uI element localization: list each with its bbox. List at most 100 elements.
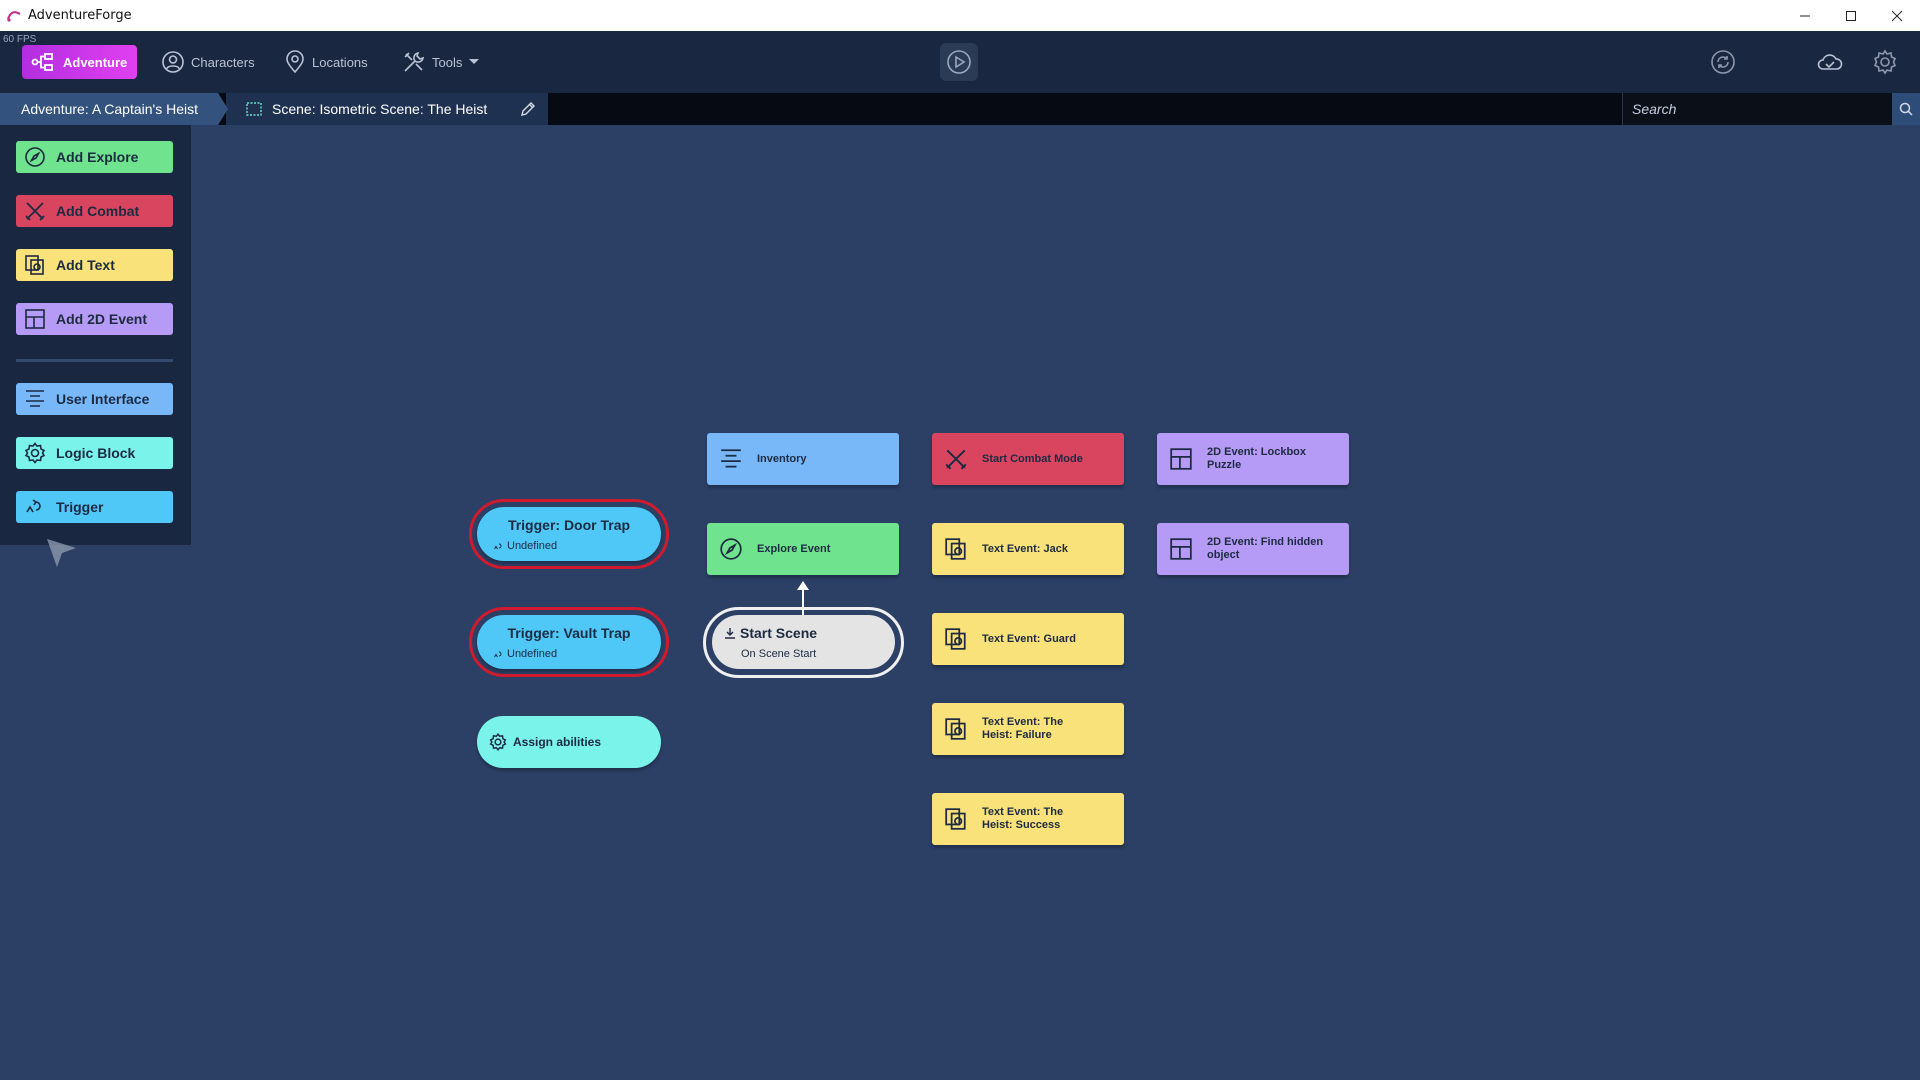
inventory-node[interactable]: Inventory bbox=[707, 433, 899, 485]
text-event-jack-node[interactable]: Text Event: Jack bbox=[932, 523, 1124, 575]
node-label: Inventory bbox=[757, 452, 807, 465]
add-combat-button[interactable]: Add Combat bbox=[16, 195, 173, 227]
text-event-success-node[interactable]: Text Event: The Heist: Success bbox=[932, 793, 1124, 845]
cloud-check-icon bbox=[1817, 54, 1843, 70]
start-combat-mode-node[interactable]: Start Combat Mode bbox=[932, 433, 1124, 485]
close-window-button[interactable] bbox=[1874, 0, 1920, 31]
search-icon bbox=[1899, 102, 1913, 116]
node-label: Text Event: The Heist: Success bbox=[982, 806, 1064, 831]
nav-locations-button[interactable]: Locations bbox=[284, 49, 368, 75]
trigger-icon bbox=[494, 543, 502, 549]
play-button[interactable] bbox=[940, 43, 978, 81]
node-label: Start Combat Mode bbox=[982, 452, 1083, 465]
text-event-failure-node[interactable]: Text Event: The Heist: Failure bbox=[932, 703, 1124, 755]
breadcrumb-scene[interactable]: Scene: Isometric Scene: The Heist bbox=[226, 93, 548, 125]
maximize-button[interactable] bbox=[1828, 0, 1874, 31]
trigger-icon bbox=[494, 651, 502, 657]
node-label: 2D Event: Lockbox Puzzle bbox=[1207, 446, 1307, 471]
node-subtitle: Undefined bbox=[507, 540, 558, 552]
gear-icon bbox=[489, 733, 507, 751]
add-text-button[interactable]: Add Text bbox=[16, 249, 173, 281]
text-pages-icon bbox=[25, 255, 44, 275]
2d-event-lockbox-node[interactable]: 2D Event: Lockbox Puzzle bbox=[1157, 433, 1349, 485]
connection-line bbox=[802, 582, 804, 615]
start-scene-selection-ring bbox=[703, 607, 904, 678]
start-scene-node[interactable]: Start Scene On Scene Start bbox=[712, 615, 895, 669]
nav-adventure-label: Adventure bbox=[63, 54, 128, 70]
caret-down-icon bbox=[469, 59, 480, 64]
nav-adventure-button[interactable]: Adventure bbox=[22, 45, 137, 79]
settings-button[interactable] bbox=[1871, 48, 1899, 76]
fps-counter: 60 FPS bbox=[3, 34, 37, 45]
node-title: Start Scene bbox=[740, 625, 818, 641]
add-2d-event-label: Add 2D Event bbox=[56, 311, 148, 327]
user-interface-label: User Interface bbox=[56, 391, 150, 407]
nav-tools-dropdown[interactable]: Tools bbox=[402, 49, 480, 75]
search-input[interactable] bbox=[1632, 101, 1882, 117]
node-label: Explore Event bbox=[757, 542, 831, 555]
compass-icon bbox=[720, 538, 742, 560]
crossed-swords-icon bbox=[25, 202, 45, 221]
add-explore-label: Add Explore bbox=[56, 149, 139, 165]
text-pages-icon bbox=[945, 808, 966, 830]
node-label: 2D Event: Find hidden object bbox=[1207, 536, 1324, 561]
window-title: AdventureForge bbox=[28, 8, 132, 23]
nav-locations-label: Locations bbox=[312, 54, 368, 70]
minimize-button[interactable] bbox=[1782, 0, 1828, 31]
connection-arrow-icon bbox=[797, 581, 809, 590]
add-2d-event-button[interactable]: Add 2D Event bbox=[16, 303, 173, 335]
sync-button[interactable] bbox=[1709, 48, 1737, 76]
user-circle-icon bbox=[162, 51, 184, 73]
align-center-icon bbox=[26, 390, 44, 407]
nav-tools-label: Tools bbox=[432, 54, 463, 70]
node-label: Text Event: The Heist: Failure bbox=[982, 716, 1064, 741]
trigger-selection-ring bbox=[469, 607, 669, 677]
text-event-guard-node[interactable]: Text Event: Guard bbox=[932, 613, 1124, 665]
breadcrumb: Scene: Isometric Scene: The Heist Advent… bbox=[0, 93, 1920, 125]
cloud-sync-button[interactable] bbox=[1816, 48, 1844, 76]
node-palette-panel: Add Explore Add Combat Add Text Add 2D E… bbox=[0, 125, 191, 545]
window-titlebar: AdventureForge bbox=[0, 0, 1920, 31]
breadcrumb-adventure[interactable]: Adventure: A Captain's Heist bbox=[0, 93, 228, 125]
explore-event-node[interactable]: Explore Event bbox=[707, 523, 899, 575]
2d-event-hidden-object-node[interactable]: 2D Event: Find hidden object bbox=[1157, 523, 1349, 575]
node-subtitle: On Scene Start bbox=[741, 648, 817, 660]
scene-icon bbox=[246, 102, 262, 116]
node-label: Assign abilities bbox=[513, 735, 602, 749]
node-label: Text Event: Guard bbox=[982, 632, 1076, 645]
panel-divider bbox=[16, 359, 173, 362]
nav-characters-button[interactable]: Characters bbox=[161, 49, 255, 75]
logic-block-button[interactable]: Logic Block bbox=[16, 437, 173, 469]
node-title: Trigger: Door Trap bbox=[507, 517, 631, 533]
trigger-vault-trap-node[interactable]: Trigger: Vault Trap Undefined bbox=[477, 615, 661, 669]
text-pages-icon bbox=[945, 718, 966, 740]
trigger-label: Trigger bbox=[56, 499, 104, 515]
pencil-icon[interactable] bbox=[520, 101, 536, 117]
compass-icon bbox=[25, 147, 45, 167]
add-explore-button[interactable]: Add Explore bbox=[16, 141, 173, 173]
trigger-icon bbox=[26, 499, 41, 513]
app-logo-icon bbox=[6, 10, 21, 22]
node-subtitle: Undefined bbox=[507, 648, 558, 660]
trigger-button[interactable]: Trigger bbox=[16, 491, 173, 523]
search-button[interactable] bbox=[1892, 93, 1920, 125]
download-icon bbox=[725, 628, 735, 639]
node-title: Trigger: Vault Trap bbox=[507, 625, 631, 641]
play-icon bbox=[947, 50, 971, 74]
gear-icon bbox=[1873, 49, 1897, 75]
text-pages-icon bbox=[945, 538, 966, 560]
user-interface-button[interactable]: User Interface bbox=[16, 383, 173, 415]
layout-grid-icon bbox=[1170, 538, 1192, 560]
flow-graph-icon bbox=[31, 53, 53, 71]
breadcrumb-scene-label: Scene: Isometric Scene: The Heist bbox=[272, 101, 488, 117]
nav-characters-label: Characters bbox=[191, 54, 255, 70]
trigger-door-trap-node[interactable]: Trigger: Door Trap Undefined bbox=[477, 507, 661, 561]
sync-icon bbox=[1711, 50, 1735, 74]
search-box bbox=[1622, 93, 1892, 125]
layout-grid-icon bbox=[1170, 448, 1192, 470]
assign-abilities-node[interactable]: Assign abilities bbox=[477, 716, 661, 768]
mouse-cursor-icon bbox=[47, 539, 76, 567]
breadcrumb-adventure-label: Adventure: A Captain's Heist bbox=[21, 101, 198, 117]
top-navigation: 60 FPS Adventure Characters Locations To… bbox=[0, 31, 1920, 93]
node-label: Text Event: Jack bbox=[982, 542, 1069, 555]
